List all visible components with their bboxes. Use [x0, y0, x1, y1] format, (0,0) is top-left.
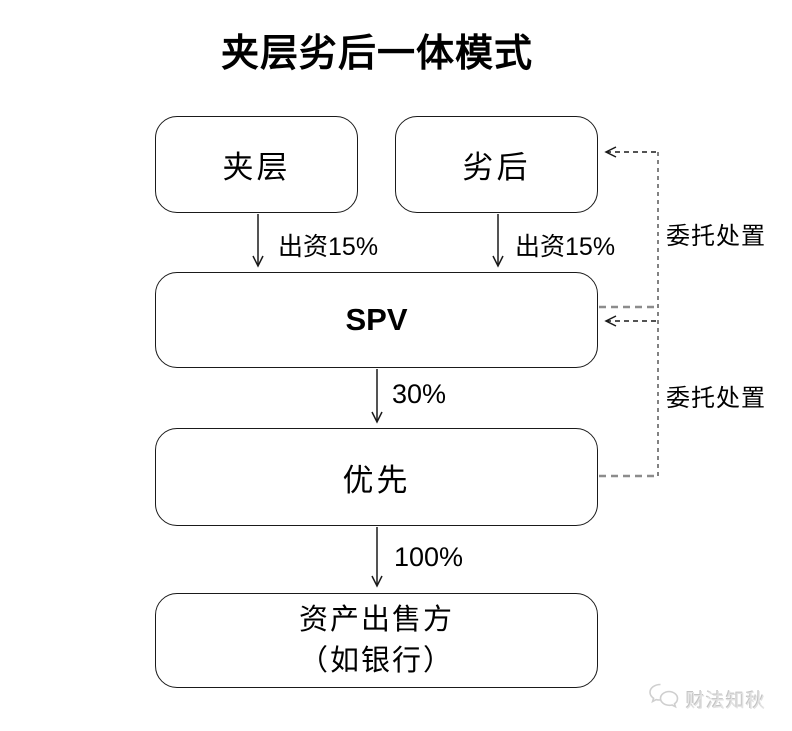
node-senior: 优先 [155, 428, 598, 526]
node-mezzanine: 夹层 [155, 116, 358, 213]
edge-label-100pct: 100% [394, 542, 464, 572]
edge-label-entrusted-disposal-top: 委托处置 [666, 224, 766, 250]
watermark: 财法知秋 [648, 683, 766, 715]
node-asset-seller-label-line1: 资产出售方 [298, 603, 454, 636]
node-subordinate-label: 劣后 [462, 150, 531, 185]
edge-label-entrusted-disposal-bottom: 委托处置 [666, 386, 766, 412]
chat-bubbles-icon [648, 683, 680, 715]
edge-label-contribution-right: 出资15% [515, 233, 616, 261]
node-asset-seller: 资产出售方 （如银行） [155, 593, 598, 688]
edge-label-contribution-left: 出资15% [278, 233, 379, 261]
page-title: 夹层劣后一体模式 [220, 33, 533, 75]
watermark-text: 财法知秋 [686, 690, 767, 712]
node-mezzanine-label: 夹层 [222, 150, 291, 185]
node-senior-label: 优先 [342, 462, 411, 498]
node-subordinate: 劣后 [395, 116, 598, 213]
node-asset-seller-label-line2: （如银行） [298, 644, 454, 677]
node-spv: SPV [155, 272, 598, 368]
edge-label-30pct: 30% [392, 379, 447, 409]
node-spv-label: SPV [345, 302, 408, 337]
